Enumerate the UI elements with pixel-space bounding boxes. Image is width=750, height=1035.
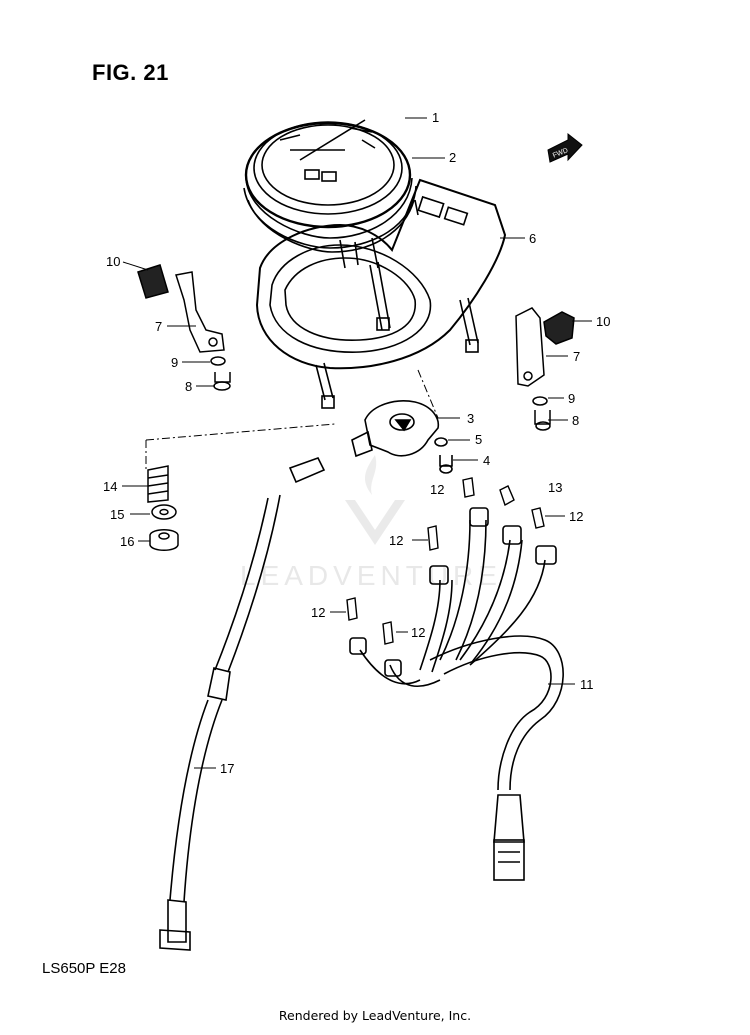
callout-2: 2	[449, 150, 456, 165]
callout-16: 16	[120, 534, 134, 549]
callout-8-left: 8	[185, 379, 192, 394]
forward-arrow-icon: FWD	[547, 132, 583, 163]
meter-case-bracket	[255, 178, 507, 409]
callout-8-right: 8	[572, 413, 579, 428]
callout-12-a: 12	[430, 482, 444, 497]
speedometer-cable	[159, 457, 326, 951]
watermark-text: LEADVENTURE	[240, 560, 502, 591]
figure-title: FIG. 21	[92, 60, 169, 85]
callout-10-right: 10	[596, 314, 610, 329]
callout-12-d: 12	[311, 605, 325, 620]
left-bracket-group	[137, 264, 231, 391]
callout-11: 11	[580, 677, 594, 692]
callout-labels: 1 2 3 4 5 6 7 7 8 8 9 9 10 10 11 12 12 1…	[103, 110, 610, 776]
callout-12-e: 12	[411, 625, 425, 640]
callout-5: 5	[475, 432, 482, 447]
model-code: LS650P E28	[42, 960, 126, 977]
callout-12-b: 12	[569, 509, 583, 524]
speedometer-assembly	[243, 119, 417, 331]
callout-3: 3	[467, 411, 474, 426]
right-bracket-group	[515, 307, 575, 431]
callout-9-right: 9	[568, 391, 575, 406]
callout-13: 13	[548, 480, 562, 495]
callout-15: 15	[110, 507, 124, 522]
speedometer-gearbox	[351, 400, 453, 474]
callout-14: 14	[103, 479, 117, 494]
callout-10-left: 10	[106, 254, 120, 269]
leader-lines	[122, 117, 592, 769]
callout-4: 4	[483, 453, 490, 468]
callout-1: 1	[432, 110, 439, 125]
callout-6: 6	[529, 231, 536, 246]
callout-7-left: 7	[155, 319, 162, 334]
cable-fitting-parts	[147, 465, 179, 551]
callout-12-c: 12	[389, 533, 403, 548]
watermark: LEADVENTURE	[240, 455, 502, 591]
bulbs	[346, 477, 545, 645]
wiring-harness	[349, 507, 564, 881]
callout-7-right: 7	[573, 349, 580, 364]
callout-9-left: 9	[171, 355, 178, 370]
footer-credit: Rendered by LeadVenture, Inc.	[278, 1008, 472, 1023]
callout-17: 17	[220, 761, 234, 776]
